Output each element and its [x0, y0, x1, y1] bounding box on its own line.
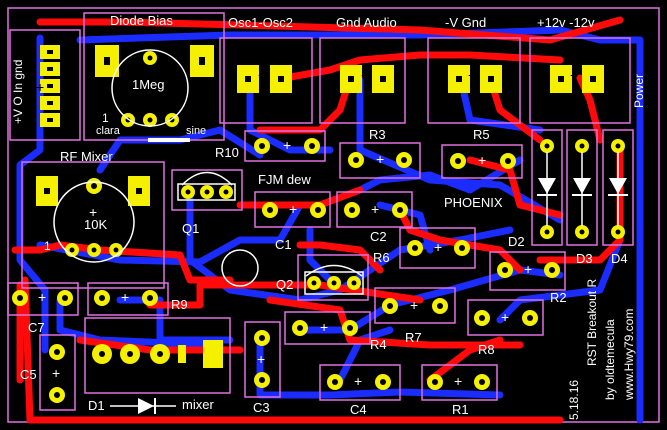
- label-power: Power: [632, 73, 646, 108]
- label-rf-mixer: RF Mixer: [60, 149, 113, 164]
- plus-marker: +: [478, 152, 487, 168]
- red-traces: [11, 16, 624, 424]
- label-r6: R6: [373, 250, 390, 265]
- plus-marker: +: [371, 201, 380, 217]
- plus-marker: +: [361, 67, 370, 83]
- label-mixer: mixer: [182, 397, 214, 412]
- silkscreen: [53, 49, 364, 295]
- plus-marker: +: [89, 204, 98, 220]
- label-gnd-audio: Gnd Audio: [336, 15, 397, 30]
- label-r9: R9: [171, 297, 188, 312]
- label-d3: D3: [576, 251, 593, 266]
- label-d4: D4: [611, 251, 628, 266]
- label-date: 5.18.16: [567, 379, 581, 420]
- label-sine: sine: [186, 125, 207, 137]
- label-c3: C3: [253, 400, 270, 415]
- plus-marker: +: [570, 67, 579, 83]
- label-clara: clara: [96, 125, 120, 137]
- plus-marker: +: [289, 201, 298, 217]
- label-r7: R7: [405, 330, 422, 345]
- label-v-gnd: -V Gnd: [445, 15, 487, 30]
- plus-marker: +: [354, 373, 363, 389]
- label-10k: 10K: [84, 217, 108, 232]
- label-r4: R4: [370, 337, 387, 352]
- label-c7: C7: [28, 320, 45, 335]
- label-diode-bias: Diode Bias: [110, 13, 173, 28]
- label-site: www.Hwy79.com: [622, 308, 636, 400]
- component-outlines: [7, 12, 634, 411]
- plus-marker: +: [258, 67, 267, 83]
- plus-marker: +: [257, 351, 266, 367]
- label-r3: R3: [369, 127, 386, 142]
- plus-marker: +: [454, 373, 463, 389]
- plus-marker: +: [283, 137, 292, 153]
- diode-leads: [110, 152, 619, 407]
- label-d2: D2: [508, 234, 525, 249]
- label-one-a: 1: [102, 111, 109, 125]
- pad-holes-round: [17, 55, 621, 398]
- plus-marker: +: [36, 79, 45, 95]
- label-r10: R10: [215, 145, 239, 160]
- plus-marker: +: [468, 67, 477, 83]
- label-c1: C1: [275, 237, 292, 252]
- label-1meg: 1Meg: [132, 77, 165, 92]
- pad-holes-square: [44, 50, 596, 194]
- label-osc: Osc1-Osc2: [228, 15, 294, 30]
- label-r2: R2: [550, 290, 567, 305]
- plus-marker: +: [38, 289, 47, 305]
- plus-marker: +: [52, 365, 61, 381]
- label-q1: Q1: [182, 221, 200, 236]
- label-c4: C4: [350, 402, 367, 417]
- label-c2: C2: [370, 229, 387, 244]
- label-r8: R8: [478, 342, 495, 357]
- label-r1: R1: [452, 402, 469, 417]
- plus-marker: +: [524, 261, 533, 277]
- label-c5: C5: [20, 367, 37, 382]
- label-fjm: FJM dew: [258, 172, 311, 187]
- label-phoenix: PHOENIX: [444, 195, 503, 210]
- label-author: by oldtemecula: [603, 319, 617, 400]
- plus-marker: +: [434, 239, 443, 255]
- label-r5: R5: [473, 127, 490, 142]
- label-q2: Q2: [276, 277, 294, 292]
- label-one-b: 1: [44, 239, 51, 253]
- plus-marker: +: [501, 309, 510, 325]
- label-d1: D1: [88, 398, 105, 413]
- plus-marker: +: [376, 151, 385, 167]
- plus-marker: +: [121, 289, 130, 305]
- plus-marker: +: [410, 297, 419, 313]
- label-title: RST Breakout R: [585, 278, 599, 366]
- label-12v: +12v -12v: [537, 15, 595, 30]
- label-left-pins: +V O In gnd: [11, 59, 25, 124]
- plus-marker: +: [320, 319, 329, 335]
